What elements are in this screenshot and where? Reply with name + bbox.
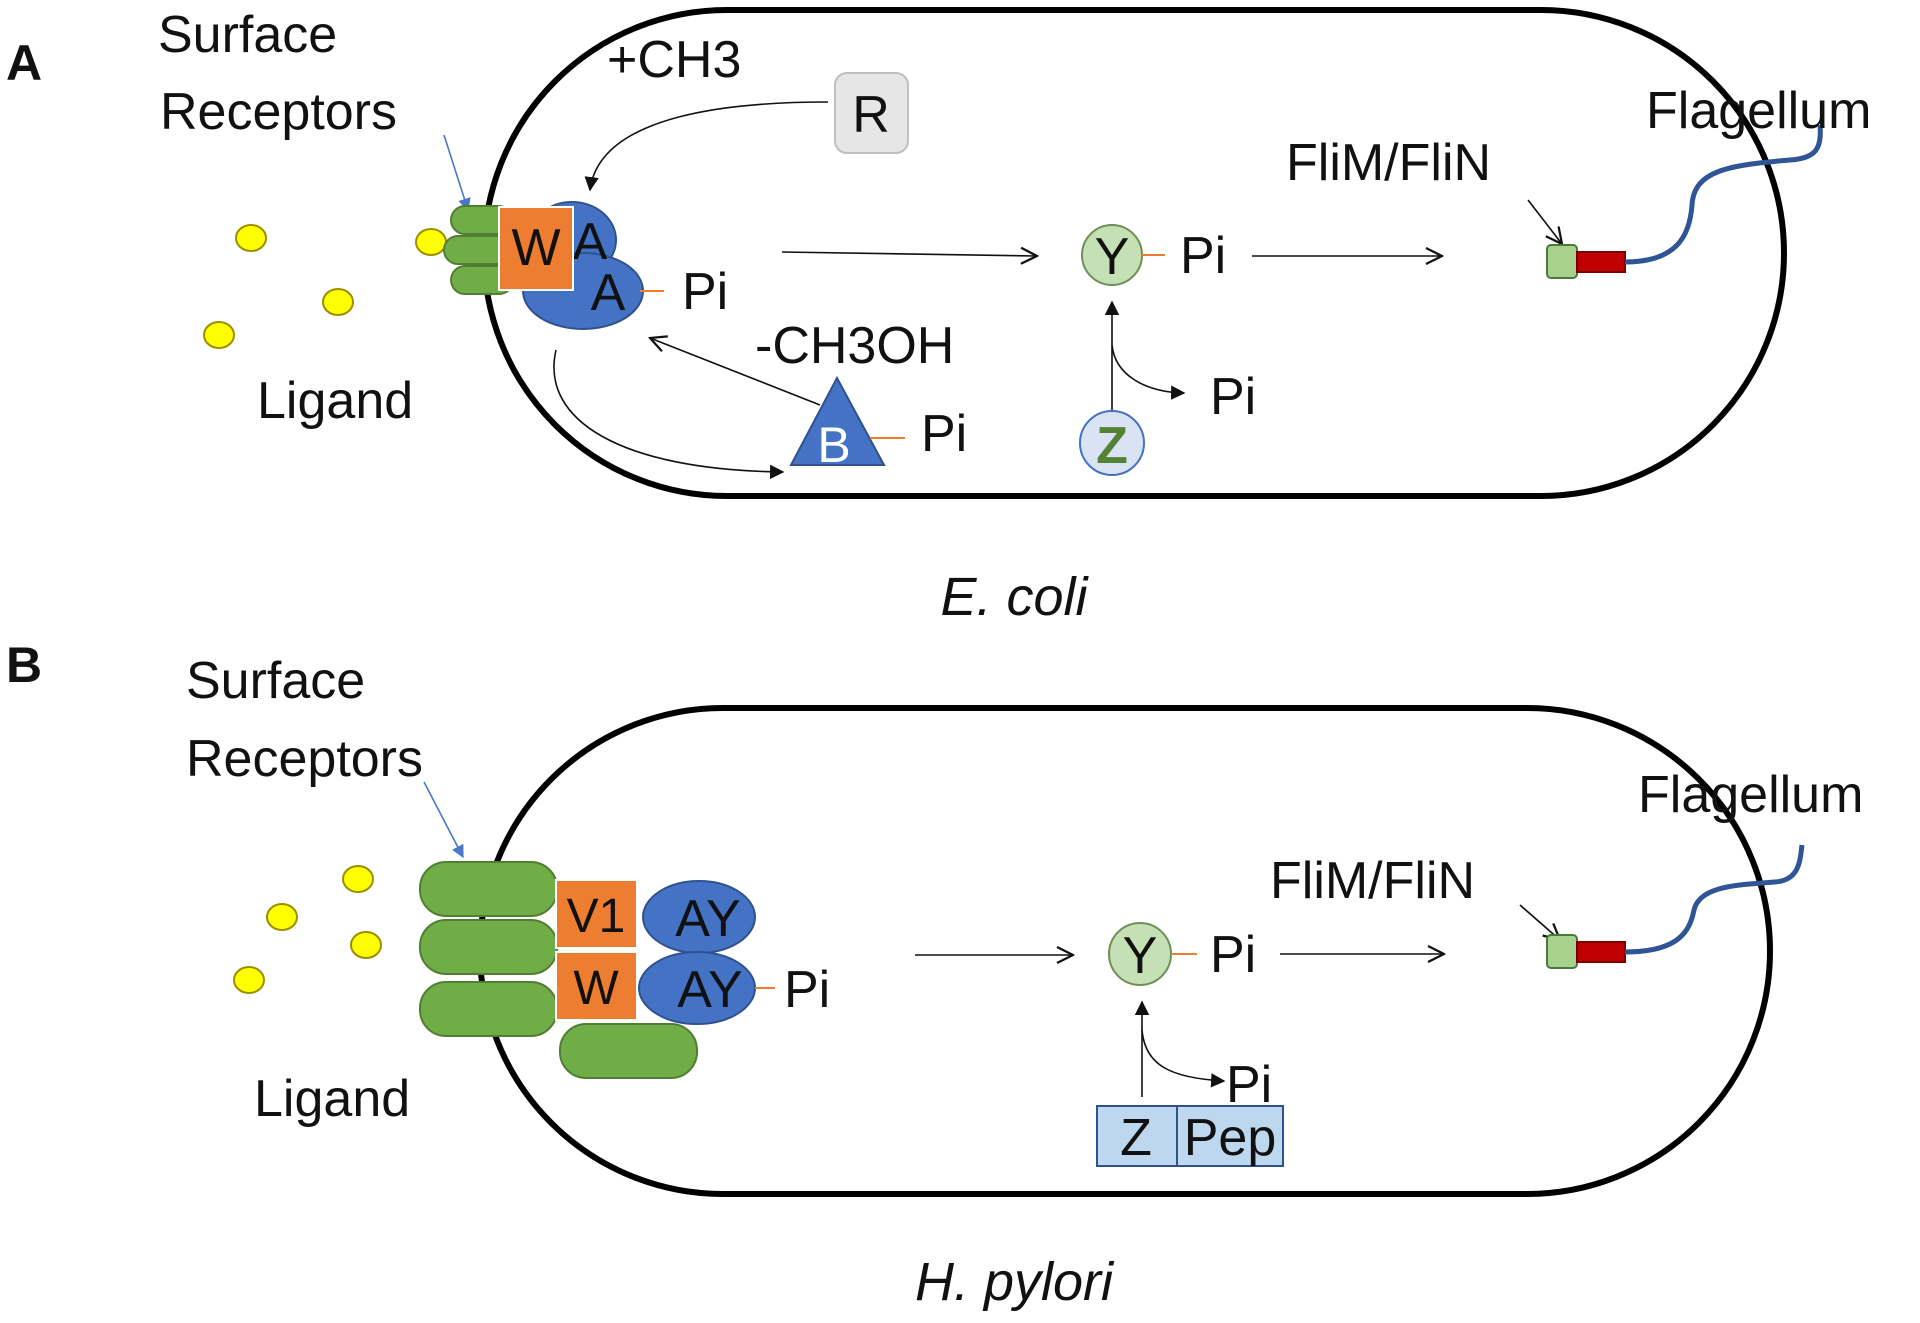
- ligand-molecule: [203, 321, 235, 349]
- cheY-label-b: Y: [1123, 927, 1158, 985]
- cheY-pi-label-b: Pi: [1210, 926, 1256, 984]
- cheA-top-label: A: [573, 213, 608, 271]
- panel-letter-a: A: [6, 35, 42, 91]
- panel-letter-b: B: [6, 637, 42, 693]
- cheW-label-a: W: [511, 219, 560, 277]
- motor-rod-b: [1576, 941, 1626, 963]
- ligand-group-a: [203, 224, 447, 349]
- motor-label-a: FliM/FliN: [1286, 134, 1491, 192]
- cheV1-label: V1: [567, 890, 626, 943]
- receptor-pointer-b: [423, 781, 464, 859]
- ligand-molecule: [342, 865, 374, 893]
- ligand-label-a: Ligand: [257, 372, 413, 430]
- flagellum-label-a: Flagellum: [1646, 82, 1871, 140]
- demethylation-label: -CH3OH: [755, 317, 954, 375]
- cheA-to-cheY-arrow: [781, 252, 1037, 256]
- ligand-molecule: [322, 288, 354, 316]
- cheB-triangle: [789, 375, 886, 466]
- cheZ-circle-a: [1079, 410, 1145, 476]
- cheZ-pi-label-a: Pi: [1210, 368, 1256, 426]
- cheAY-top-label: AY: [675, 890, 741, 948]
- receptor: [419, 919, 558, 975]
- cheZ-label-a: Z: [1096, 417, 1128, 475]
- cheA-bottom-label: A: [591, 264, 626, 322]
- cheY-label-a: Y: [1095, 228, 1130, 286]
- motor-pointer-a: [1527, 199, 1562, 244]
- receptor-pointer-a: [443, 134, 471, 212]
- methylation-label: +CH3: [607, 31, 741, 89]
- dephosphorylation-arrow-a: [1111, 344, 1186, 400]
- motor-fliM-fliN-b: [1546, 934, 1578, 969]
- ligand-molecule: [415, 228, 447, 256]
- cheW-box-a: [498, 206, 574, 291]
- motor-fliM-fliN-a: [1546, 244, 1578, 279]
- ligand-group-b: [233, 865, 382, 994]
- cheZ-label-b: Z: [1120, 1109, 1152, 1167]
- flagellum-b: [1624, 844, 1805, 955]
- dephosphorylation-arrow-b: [1141, 1029, 1226, 1088]
- motor-label-b: FliM/FliN: [1270, 852, 1475, 910]
- ligand-molecule: [350, 931, 382, 959]
- pep-label: Pep: [1184, 1109, 1277, 1167]
- flagellum-a: [1624, 124, 1823, 265]
- cheY-pi-label-a: Pi: [1180, 227, 1226, 285]
- cheW-box-b: [555, 951, 638, 1021]
- cheZ-pi-label-b: Pi: [1226, 1056, 1272, 1114]
- cheAY-bottom-label: AY: [677, 961, 743, 1019]
- surface-receptors-label-a-line1: Surface: [158, 6, 337, 64]
- cheB-label: B: [817, 417, 850, 473]
- cheB-phosphorylation-arrow: [553, 349, 785, 480]
- receptor: [419, 981, 558, 1037]
- organism-label-a: E. coli: [940, 567, 1089, 627]
- panel-b: B Ligand Surface Receptors V1 W AY: [6, 637, 1863, 1312]
- cheAY-pi-label: Pi: [784, 961, 830, 1019]
- cheB-pi-label: Pi: [921, 405, 967, 463]
- surface-receptors-label-a-line2: Receptors: [160, 83, 397, 141]
- methylation-arrow: [584, 101, 829, 192]
- receptor: [419, 861, 558, 917]
- cheW-label-b: W: [573, 962, 619, 1015]
- motor-rod-a: [1576, 251, 1626, 273]
- panel-a: A Ligand Surface Receptors A A Pi W: [6, 6, 1871, 627]
- cheR-label: R: [852, 86, 890, 144]
- ligand-molecule: [266, 903, 298, 931]
- ligand-molecule: [235, 224, 267, 252]
- cheZ-pep-box: [1096, 1105, 1284, 1167]
- flagellum-label-b: Flagellum: [1638, 766, 1863, 824]
- cheR-box: [834, 72, 909, 154]
- surface-receptors-label-b-line1: Surface: [186, 652, 365, 710]
- cheA-pi-label: Pi: [682, 263, 728, 321]
- ligand-label-b: Ligand: [254, 1070, 410, 1128]
- receptor: [559, 1023, 698, 1079]
- cheV1-box: [555, 879, 638, 949]
- ligand-molecule: [233, 966, 265, 994]
- demethylation-arrow: [650, 338, 821, 406]
- organism-label-b: H. pylori: [915, 1252, 1115, 1312]
- surface-receptors-label-b-line2: Receptors: [186, 730, 423, 788]
